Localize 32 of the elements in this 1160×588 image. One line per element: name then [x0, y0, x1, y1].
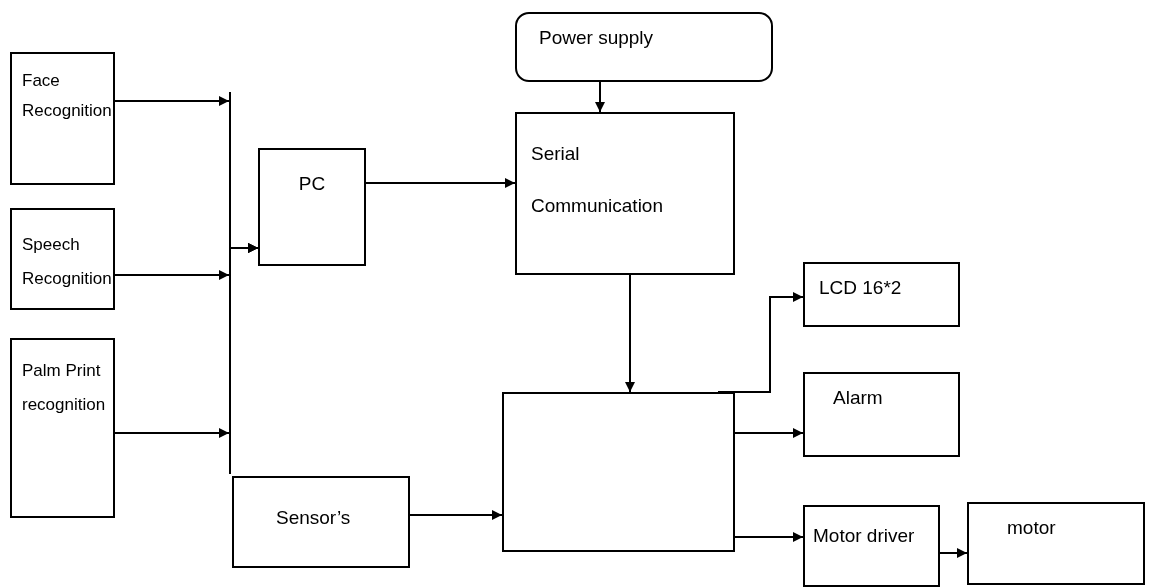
arrow: [734, 428, 804, 438]
process-box: [502, 392, 735, 552]
process-box: [10, 208, 115, 310]
arrow: [409, 510, 503, 520]
rounded-box: [515, 12, 773, 82]
process-box: [10, 52, 115, 185]
box-label: LCD 16*2: [819, 276, 903, 300]
box-label: Alarm: [833, 386, 884, 410]
process-box: [967, 502, 1145, 585]
arrow: [365, 178, 516, 188]
process-box: [803, 372, 960, 457]
arrow: [625, 274, 635, 393]
arrow: [939, 548, 968, 558]
arrow: [717, 292, 804, 393]
box-label: Motor driver: [813, 524, 916, 548]
box-label: Power supply: [539, 26, 655, 50]
process-box: [258, 148, 366, 266]
arrow: [734, 532, 804, 542]
box-label: Serial Communication: [531, 142, 663, 218]
box-label: Sensor’s: [276, 506, 352, 530]
box-label: PC: [297, 172, 327, 196]
process-box: [803, 262, 960, 327]
process-box: [232, 476, 410, 568]
box-label: motor: [1007, 516, 1057, 540]
box-label: Speech Recognition: [22, 234, 109, 290]
process-box: [803, 505, 940, 587]
box-label: Face Recognition: [22, 70, 109, 122]
process-box: [515, 112, 735, 275]
arrow: [114, 243, 259, 438]
box-label: Palm Print recognition: [22, 360, 107, 416]
arrow: [595, 81, 605, 113]
process-box: [10, 338, 115, 518]
